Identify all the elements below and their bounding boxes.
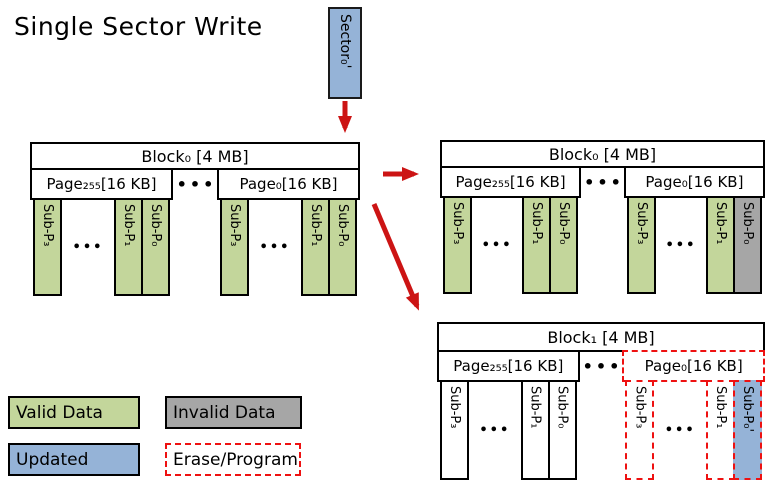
subpage-1: Sub-P₁ (520, 380, 550, 480)
page-255: Page₂₅₅[16 KB] Sub-P₃ ••• Sub-P₁ Sub-P₀ (440, 166, 582, 294)
legend-erase-program-label: Erase/Program (173, 449, 298, 470)
subpage-1: Sub-P₁ (706, 196, 735, 294)
block0-after-title: Block₀ [4 MB] (440, 140, 765, 168)
block1-title: Block₁ [4 MB] (437, 322, 765, 352)
page-255-subpages: Sub-P₃ ••• Sub-P₁ Sub-P₀ (30, 198, 173, 296)
page-0: Page₀[16 KB] Sub-P₃ ••• Sub-P₁ Sub-P₀ (217, 168, 360, 296)
page-0: Page₀[16 KB] Sub-P₃ ••• Sub-P₁ Sub-P₀ (623, 166, 765, 294)
diagram-title: Single Sector Write (14, 12, 263, 41)
block0-before: Block₀ [4 MB] Page₂₅₅[16 KB] Sub-P₃ ••• … (30, 142, 360, 296)
subpage-1-label: Sub-P₁ (713, 386, 728, 429)
subpage-1-label: Sub-P₁ (527, 386, 543, 429)
legend-invalid-data-label: Invalid Data (173, 402, 276, 423)
arrow-block0-to-block1 (371, 203, 420, 311)
page-255-subpages: Sub-P₃ ••• Sub-P₁ Sub-P₀ (437, 380, 580, 480)
subpage-0: Sub-P₀ (328, 198, 357, 296)
page-0-label: Page₀[16 KB] (622, 350, 765, 382)
subpage-1: Sub-P₁ (522, 196, 552, 294)
subpage-3: Sub-P₃ (443, 196, 472, 294)
page-0-label: Page₀[16 KB] (217, 168, 360, 200)
subpage-0-label: Sub-P₀ (148, 204, 163, 247)
block1-new: Block₁ [4 MB] Page₂₅₅[16 KB] Sub-P₃ ••• … (437, 322, 765, 480)
legend-valid-data-label: Valid Data (16, 402, 103, 423)
subpage-3: Sub-P₃ (440, 380, 469, 480)
page-0-erase: Page₀[16 KB] Sub-P₃ ••• Sub-P₁ Sub-P₀' (622, 350, 765, 480)
subpage-0-label: Sub-P₀ (554, 386, 570, 429)
subpage-3-label: Sub-P₃ (450, 202, 465, 245)
sector-0-box: Sector₀' (328, 7, 362, 99)
page-255: Page₂₅₅[16 KB] Sub-P₃ ••• Sub-P₁ Sub-P₀ (437, 350, 580, 480)
block1-pages: Page₂₅₅[16 KB] Sub-P₃ ••• Sub-P₁ Sub-P₀ … (437, 350, 765, 480)
block0-before-pages: Page₂₅₅[16 KB] Sub-P₃ ••• Sub-P₁ Sub-P₀ … (30, 168, 360, 296)
subpage-0-invalid: Sub-P₀ (733, 196, 762, 294)
subpage-3: Sub-P₃ (33, 198, 62, 296)
ellipsis-dots: ••• (259, 239, 291, 255)
subpage-3: Sub-P₃ (220, 198, 249, 296)
page-0-label: Page₀[16 KB] (623, 166, 765, 198)
subpage-1-label: Sub-P₁ (713, 202, 728, 245)
legend-updated: Updated (8, 443, 140, 476)
subpage-3-label: Sub-P₃ (40, 204, 55, 247)
subpage-0: Sub-P₀ (547, 380, 577, 480)
page-255-label: Page₂₅₅[16 KB] (437, 350, 580, 382)
subpage-0-updated: Sub-P₀' (733, 380, 762, 480)
subpage-1-erase: Sub-P₁ (706, 380, 735, 480)
subpage-0-label: Sub-P₀' (740, 386, 755, 433)
page-255: Page₂₅₅[16 KB] Sub-P₃ ••• Sub-P₁ Sub-P₀ (30, 168, 173, 296)
sector-0-label: Sector₀' (337, 14, 353, 69)
subpage-3: Sub-P₃ (626, 196, 656, 294)
legend-updated-label: Updated (16, 449, 89, 470)
block0-before-title: Block₀ [4 MB] (30, 142, 360, 170)
subpage-3-label: Sub-P₃ (447, 386, 462, 429)
ellipsis-dots: ••• (584, 172, 624, 192)
block0-after: Block₀ [4 MB] Page₂₅₅[16 KB] Sub-P₃ ••• … (440, 140, 765, 294)
subpage-3-label: Sub-P₃ (227, 204, 242, 247)
subpage-0: Sub-P₀ (549, 196, 579, 294)
ellipsis-dots: ••• (176, 174, 217, 194)
block0-after-pages: Page₂₅₅[16 KB] Sub-P₃ ••• Sub-P₁ Sub-P₀ … (440, 166, 765, 294)
subpage-3-label: Sub-P₃ (633, 202, 649, 245)
page-0-subpages: Sub-P₃ ••• Sub-P₁ Sub-P₀ (624, 196, 765, 294)
subpage-3-label: Sub-P₃ (632, 386, 648, 429)
subpage-3-erase: Sub-P₃ (625, 380, 655, 480)
page-255-label: Page₂₅₅[16 KB] (30, 168, 173, 200)
subpage-0-label: Sub-P₀ (335, 204, 350, 247)
ellipsis-dots: ••• (665, 237, 697, 253)
subpage-1-label: Sub-P₁ (529, 202, 545, 245)
legend-invalid-data: Invalid Data (165, 396, 302, 429)
subpage-0: Sub-P₀ (141, 198, 170, 296)
subpage-1-label: Sub-P₁ (121, 204, 136, 247)
legend-valid-data: Valid Data (8, 396, 140, 429)
ellipsis-dots: ••• (582, 356, 623, 376)
subpage-1-label: Sub-P₁ (308, 204, 323, 247)
legend-erase-program: Erase/Program (165, 443, 301, 476)
subpage-1: Sub-P₁ (301, 198, 330, 296)
ellipsis-dots: ••• (664, 422, 696, 438)
ellipsis-dots: ••• (481, 237, 513, 253)
subpage-1: Sub-P₁ (114, 198, 143, 296)
ellipsis-dots: ••• (479, 422, 511, 438)
page-255-label: Page₂₅₅[16 KB] (440, 166, 582, 198)
page-0-subpages: Sub-P₃ ••• Sub-P₁ Sub-P₀' (622, 380, 765, 480)
page-0-subpages: Sub-P₃ ••• Sub-P₁ Sub-P₀ (217, 198, 360, 296)
ellipsis-dots: ••• (72, 239, 104, 255)
subpage-0-label: Sub-P₀ (740, 202, 755, 245)
subpage-0-label: Sub-P₀ (556, 202, 572, 245)
page-255-subpages: Sub-P₃ ••• Sub-P₁ Sub-P₀ (440, 196, 581, 294)
